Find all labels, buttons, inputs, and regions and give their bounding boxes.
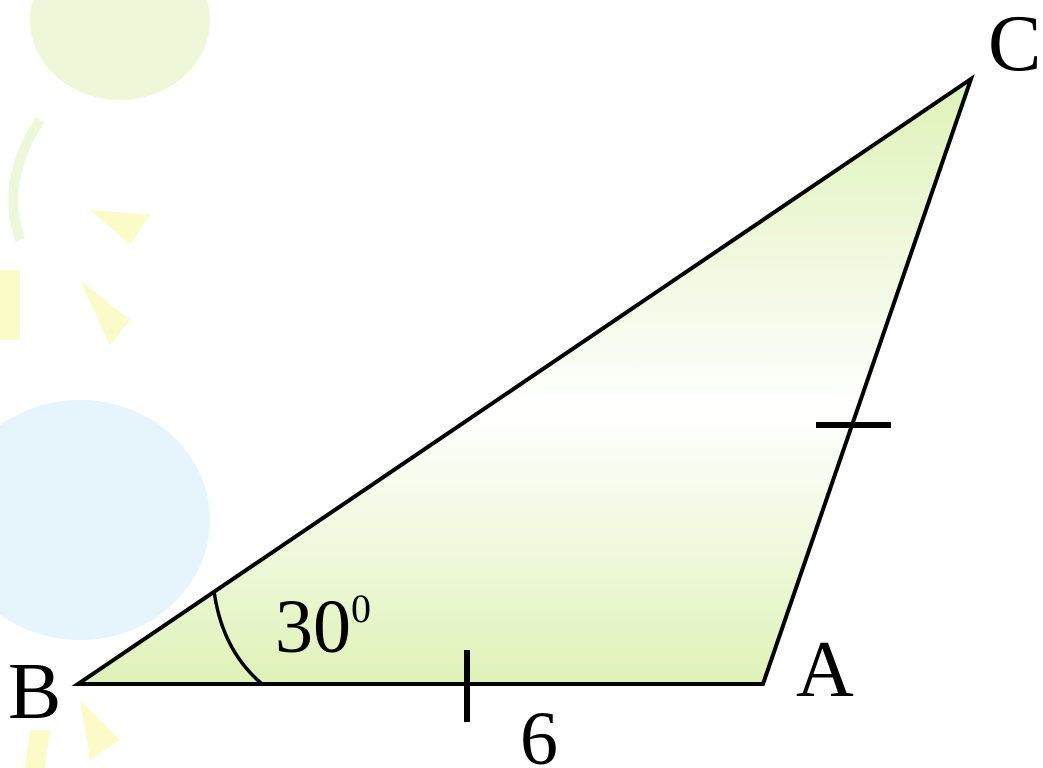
angle-b-value: 30 <box>275 585 351 669</box>
green-balloon <box>30 0 210 100</box>
sun-ray <box>80 700 120 760</box>
triangle-abc <box>71 73 975 686</box>
angle-b-unit: 0 <box>351 586 371 631</box>
vertex-label-c: C <box>988 0 1041 88</box>
vertex-label-b: B <box>8 648 61 736</box>
angle-arc-b <box>212 590 264 686</box>
angle-b-label: 300 <box>275 585 371 669</box>
background-decoration <box>0 0 210 768</box>
blue-balloon <box>0 400 210 640</box>
green-balloon-string <box>8 117 45 242</box>
sun-ray <box>90 210 150 245</box>
sun-ray <box>80 280 130 345</box>
sun-ray <box>25 730 50 768</box>
vertex-label-a: A <box>796 626 854 714</box>
side-ba-length-label: 6 <box>520 697 558 768</box>
sun-ray <box>0 270 20 340</box>
